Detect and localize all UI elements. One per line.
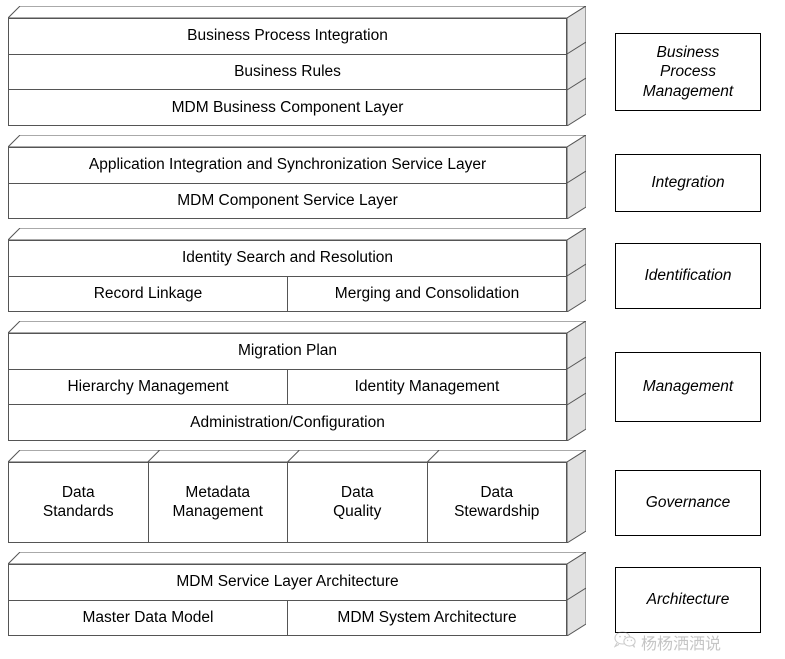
category-label-text: Business Process Management bbox=[642, 43, 734, 100]
block-row: MDM Business Component Layer bbox=[9, 90, 566, 125]
block-row: MDM Component Service Layer bbox=[9, 184, 566, 219]
watermark-text: 杨杨洒洒说 bbox=[641, 634, 722, 653]
capability-cell[interactable]: MDM System Architecture bbox=[337, 608, 517, 626]
block-row: Business Process Integration bbox=[9, 19, 566, 55]
capability-cell[interactable]: Record Linkage bbox=[9, 276, 288, 311]
category-label-text: Identification bbox=[644, 267, 732, 285]
layer-block-integration: Application Integration and Synchronizat… bbox=[8, 135, 586, 219]
block-3d-bevel bbox=[8, 321, 586, 441]
capability-cell[interactable]: Data Quality bbox=[288, 463, 428, 542]
block-3d-bevel bbox=[8, 450, 586, 543]
category-label-text: Architecture bbox=[646, 591, 730, 609]
category-label-management[interactable]: Management bbox=[615, 352, 761, 422]
category-label-architecture[interactable]: Architecture bbox=[615, 567, 761, 633]
block-row: Application Integration and Synchronizat… bbox=[9, 148, 566, 184]
block-row: Migration Plan bbox=[9, 334, 566, 370]
block-row: Hierarchy Management Identity Management bbox=[9, 369, 566, 406]
capability-cell[interactable]: MDM Business Component Layer bbox=[171, 98, 404, 116]
capability-cell[interactable]: Application Integration and Synchronizat… bbox=[88, 156, 487, 174]
block-row: Administration/Configuration bbox=[9, 405, 566, 440]
capability-cell[interactable]: Master Data Model bbox=[9, 600, 288, 635]
watermark: 杨杨洒洒说 bbox=[613, 630, 779, 654]
category-label-text: Integration bbox=[651, 174, 725, 192]
block-row: Identity Search and Resolution bbox=[9, 241, 566, 277]
category-label-business-process-management[interactable]: Business Process Management bbox=[615, 33, 761, 111]
category-label-text: Management bbox=[642, 378, 734, 396]
category-label-governance[interactable]: Governance bbox=[615, 470, 761, 536]
block-face-integration: Application Integration and Synchronizat… bbox=[8, 147, 567, 219]
capability-cell[interactable]: Hierarchy Management bbox=[9, 369, 288, 405]
capability-cell[interactable]: Business Process Integration bbox=[187, 27, 388, 45]
capability-cell[interactable]: MDM Service Layer Architecture bbox=[176, 573, 399, 591]
capability-cell[interactable]: Business Rules bbox=[234, 62, 341, 80]
capability-cell[interactable]: Administration/Configuration bbox=[190, 413, 385, 431]
capability-cell[interactable]: Data Standards bbox=[9, 463, 149, 542]
capability-cell[interactable]: Metadata Management bbox=[149, 463, 288, 542]
category-label-identification[interactable]: Identification bbox=[615, 243, 761, 309]
block-row: Master Data Model MDM System Architecture bbox=[9, 600, 566, 635]
category-label-text: Governance bbox=[645, 494, 731, 512]
block-row: MDM Service Layer Architecture bbox=[9, 565, 566, 601]
capability-cell[interactable]: Data Stewardship bbox=[454, 484, 540, 520]
wechat-icon bbox=[613, 631, 636, 653]
capability-cell[interactable]: Merging and Consolidation bbox=[334, 284, 520, 302]
category-label-integration[interactable]: Integration bbox=[615, 154, 761, 212]
block-3d-bevel bbox=[8, 228, 586, 312]
block-row: Record Linkage Merging and Consolidation bbox=[9, 276, 566, 311]
block-row: Business Rules bbox=[9, 55, 566, 91]
capability-cell[interactable]: MDM Component Service Layer bbox=[177, 191, 398, 209]
capability-cell[interactable]: Migration Plan bbox=[237, 342, 338, 360]
capability-cell[interactable]: Identity Search and Resolution bbox=[181, 249, 394, 267]
capability-cell[interactable]: Identity Management bbox=[354, 377, 500, 395]
